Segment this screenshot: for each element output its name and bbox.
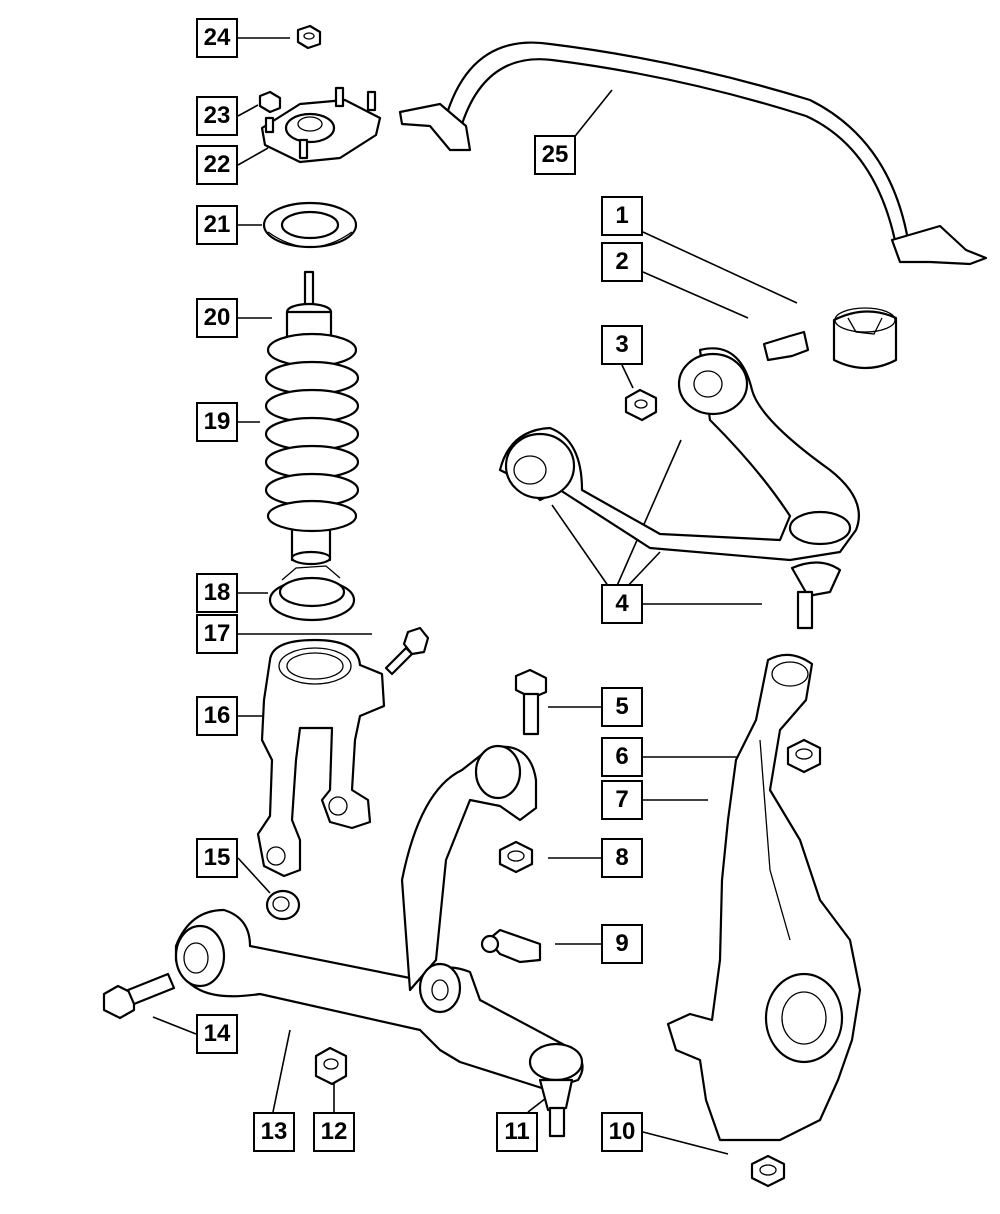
part-16-clevis-bracket <box>256 638 386 878</box>
part-12-nut <box>314 1046 348 1086</box>
callout-15: 15 <box>196 838 238 878</box>
callout-16: 16 <box>196 696 238 736</box>
part-8-nut <box>498 840 534 874</box>
part-19-coil-spring <box>264 332 360 533</box>
part-24-nut <box>296 24 322 50</box>
callout-13: 13 <box>253 1112 295 1152</box>
part-5-bolt <box>514 668 548 736</box>
part-9-wheel-speed-sensor <box>480 928 542 964</box>
callout-2: 2 <box>601 242 643 282</box>
callout-11: 11 <box>496 1112 538 1152</box>
callout-3: 3 <box>601 325 643 365</box>
part-18-lower-isolator <box>268 565 356 622</box>
callout-4: 4 <box>601 584 643 624</box>
part-21-spring-isolator <box>262 201 358 249</box>
callout-5: 5 <box>601 687 643 727</box>
callout-17: 17 <box>196 614 238 654</box>
part-2-pin <box>762 330 810 362</box>
callout-19: 19 <box>196 402 238 442</box>
callout-1: 1 <box>601 196 643 236</box>
callout-9: 9 <box>601 924 643 964</box>
part-10-nut <box>750 1154 786 1188</box>
part-13-lower-control-arm <box>174 744 584 1138</box>
part-14-bolt <box>102 972 176 1020</box>
callout-7: 7 <box>601 780 643 820</box>
part-23-nut <box>258 90 282 114</box>
part-15-bushing <box>265 889 301 921</box>
callout-25: 25 <box>534 135 576 175</box>
callout-10: 10 <box>601 1112 643 1152</box>
callout-21: 21 <box>196 205 238 245</box>
callout-24: 24 <box>196 18 238 58</box>
part-4-upper-control-arm <box>498 347 860 630</box>
callout-6: 6 <box>601 737 643 777</box>
callout-14: 14 <box>196 1014 238 1054</box>
part-22-strut-mount <box>260 86 382 164</box>
part-25-stabilizer-bar <box>398 41 988 266</box>
part-17-bolt <box>384 626 430 676</box>
callout-8: 8 <box>601 838 643 878</box>
part-6-nut <box>786 738 822 774</box>
part-3-nut <box>624 388 658 422</box>
callout-12: 12 <box>313 1112 355 1152</box>
part-7-steering-knuckle <box>666 653 862 1142</box>
part-1-bushing <box>832 307 898 370</box>
callout-22: 22 <box>196 145 238 185</box>
callout-23: 23 <box>196 96 238 136</box>
callout-18: 18 <box>196 573 238 613</box>
callout-20: 20 <box>196 298 238 338</box>
